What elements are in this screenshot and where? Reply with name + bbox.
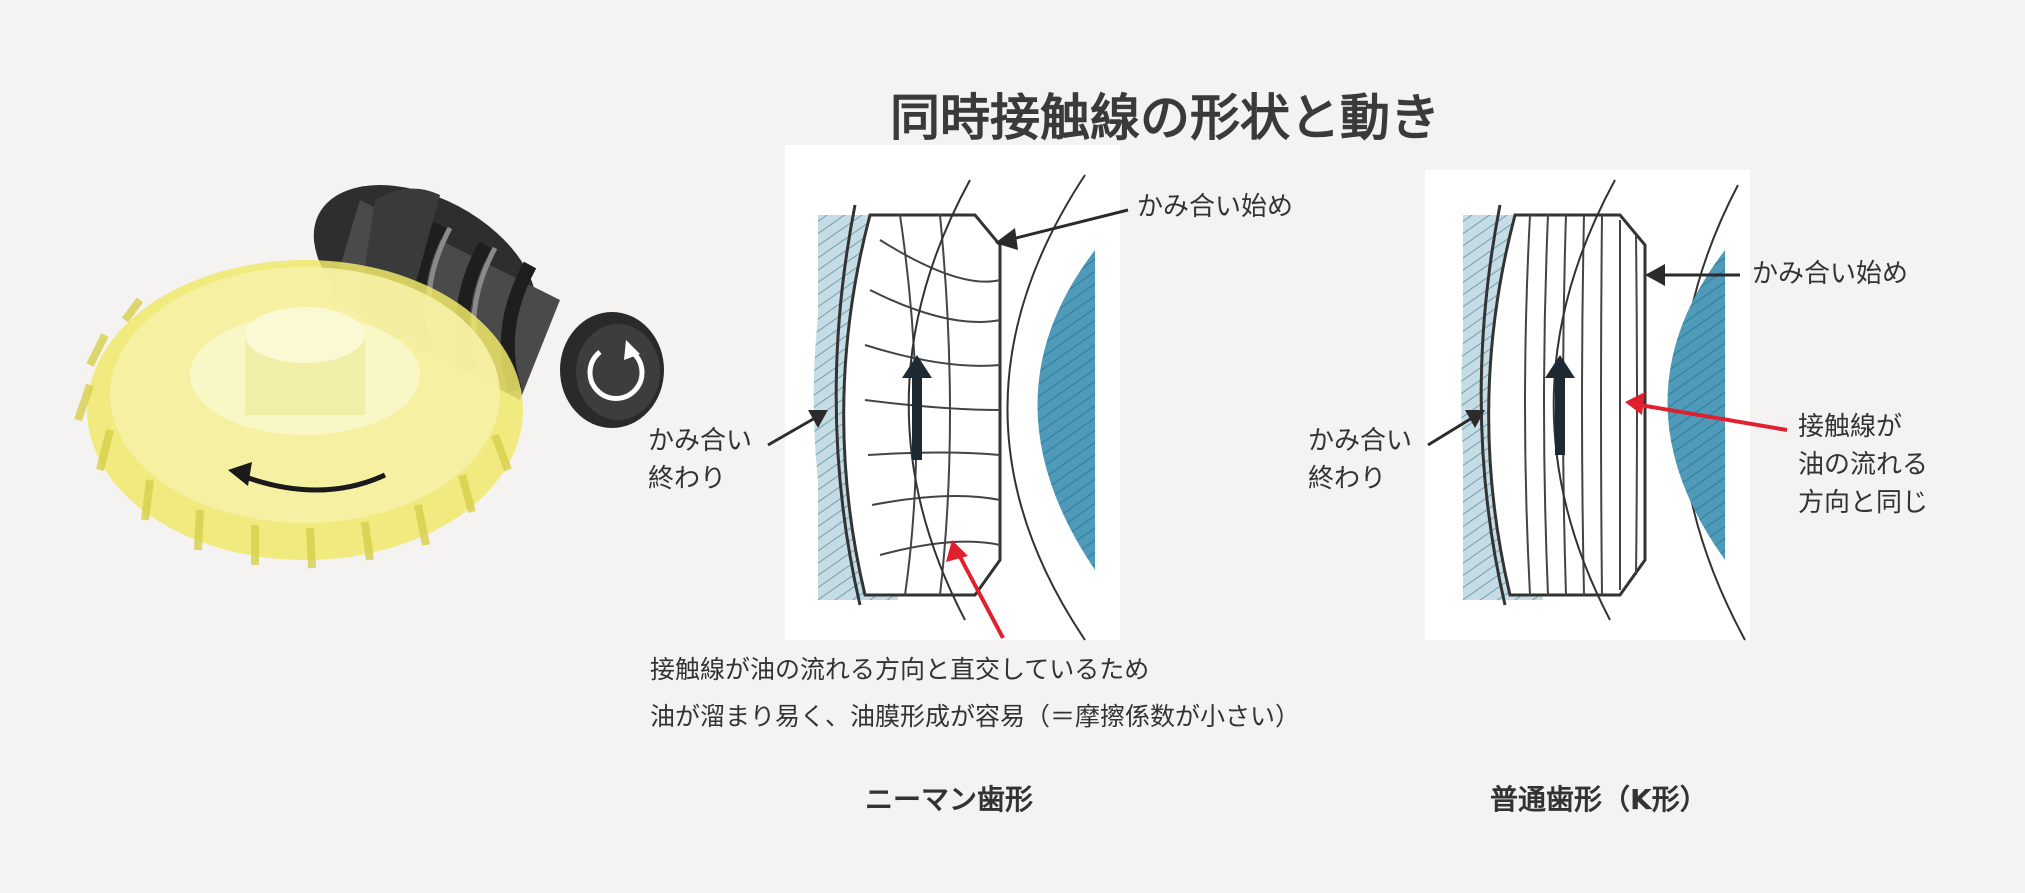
label-contact-line-1: 接触線が <box>1798 412 1903 442</box>
label-engage-end-right-2: 終わり <box>1308 464 1387 494</box>
page-title: 同時接触線の形状と動き <box>890 89 1440 147</box>
diagram-name-standard: 普通歯形（K形） <box>1490 783 1708 816</box>
worm-wheel <box>74 260 523 569</box>
label-contact-line-2: 油の流れる <box>1798 450 1929 480</box>
label-engage-end-right-1: かみ合い <box>1308 426 1413 456</box>
diagram-name-niemann: ニーマン歯形 <box>865 783 1034 816</box>
caption-line-2: 油が溜まり易く、油膜形成が容易（＝摩擦係数が小さい） <box>650 702 1301 731</box>
label-engage-start-left: かみ合い始め <box>1137 192 1294 222</box>
label-engage-end-left-1: かみ合い <box>648 426 753 456</box>
caption-line-1: 接触線が油の流れる方向と直交しているため <box>650 655 1150 684</box>
label-engage-end-left-2: 終わり <box>648 464 727 494</box>
label-engage-start-right: かみ合い始め <box>1752 259 1909 289</box>
label-contact-line-3: 方向と同じ <box>1798 488 1929 518</box>
